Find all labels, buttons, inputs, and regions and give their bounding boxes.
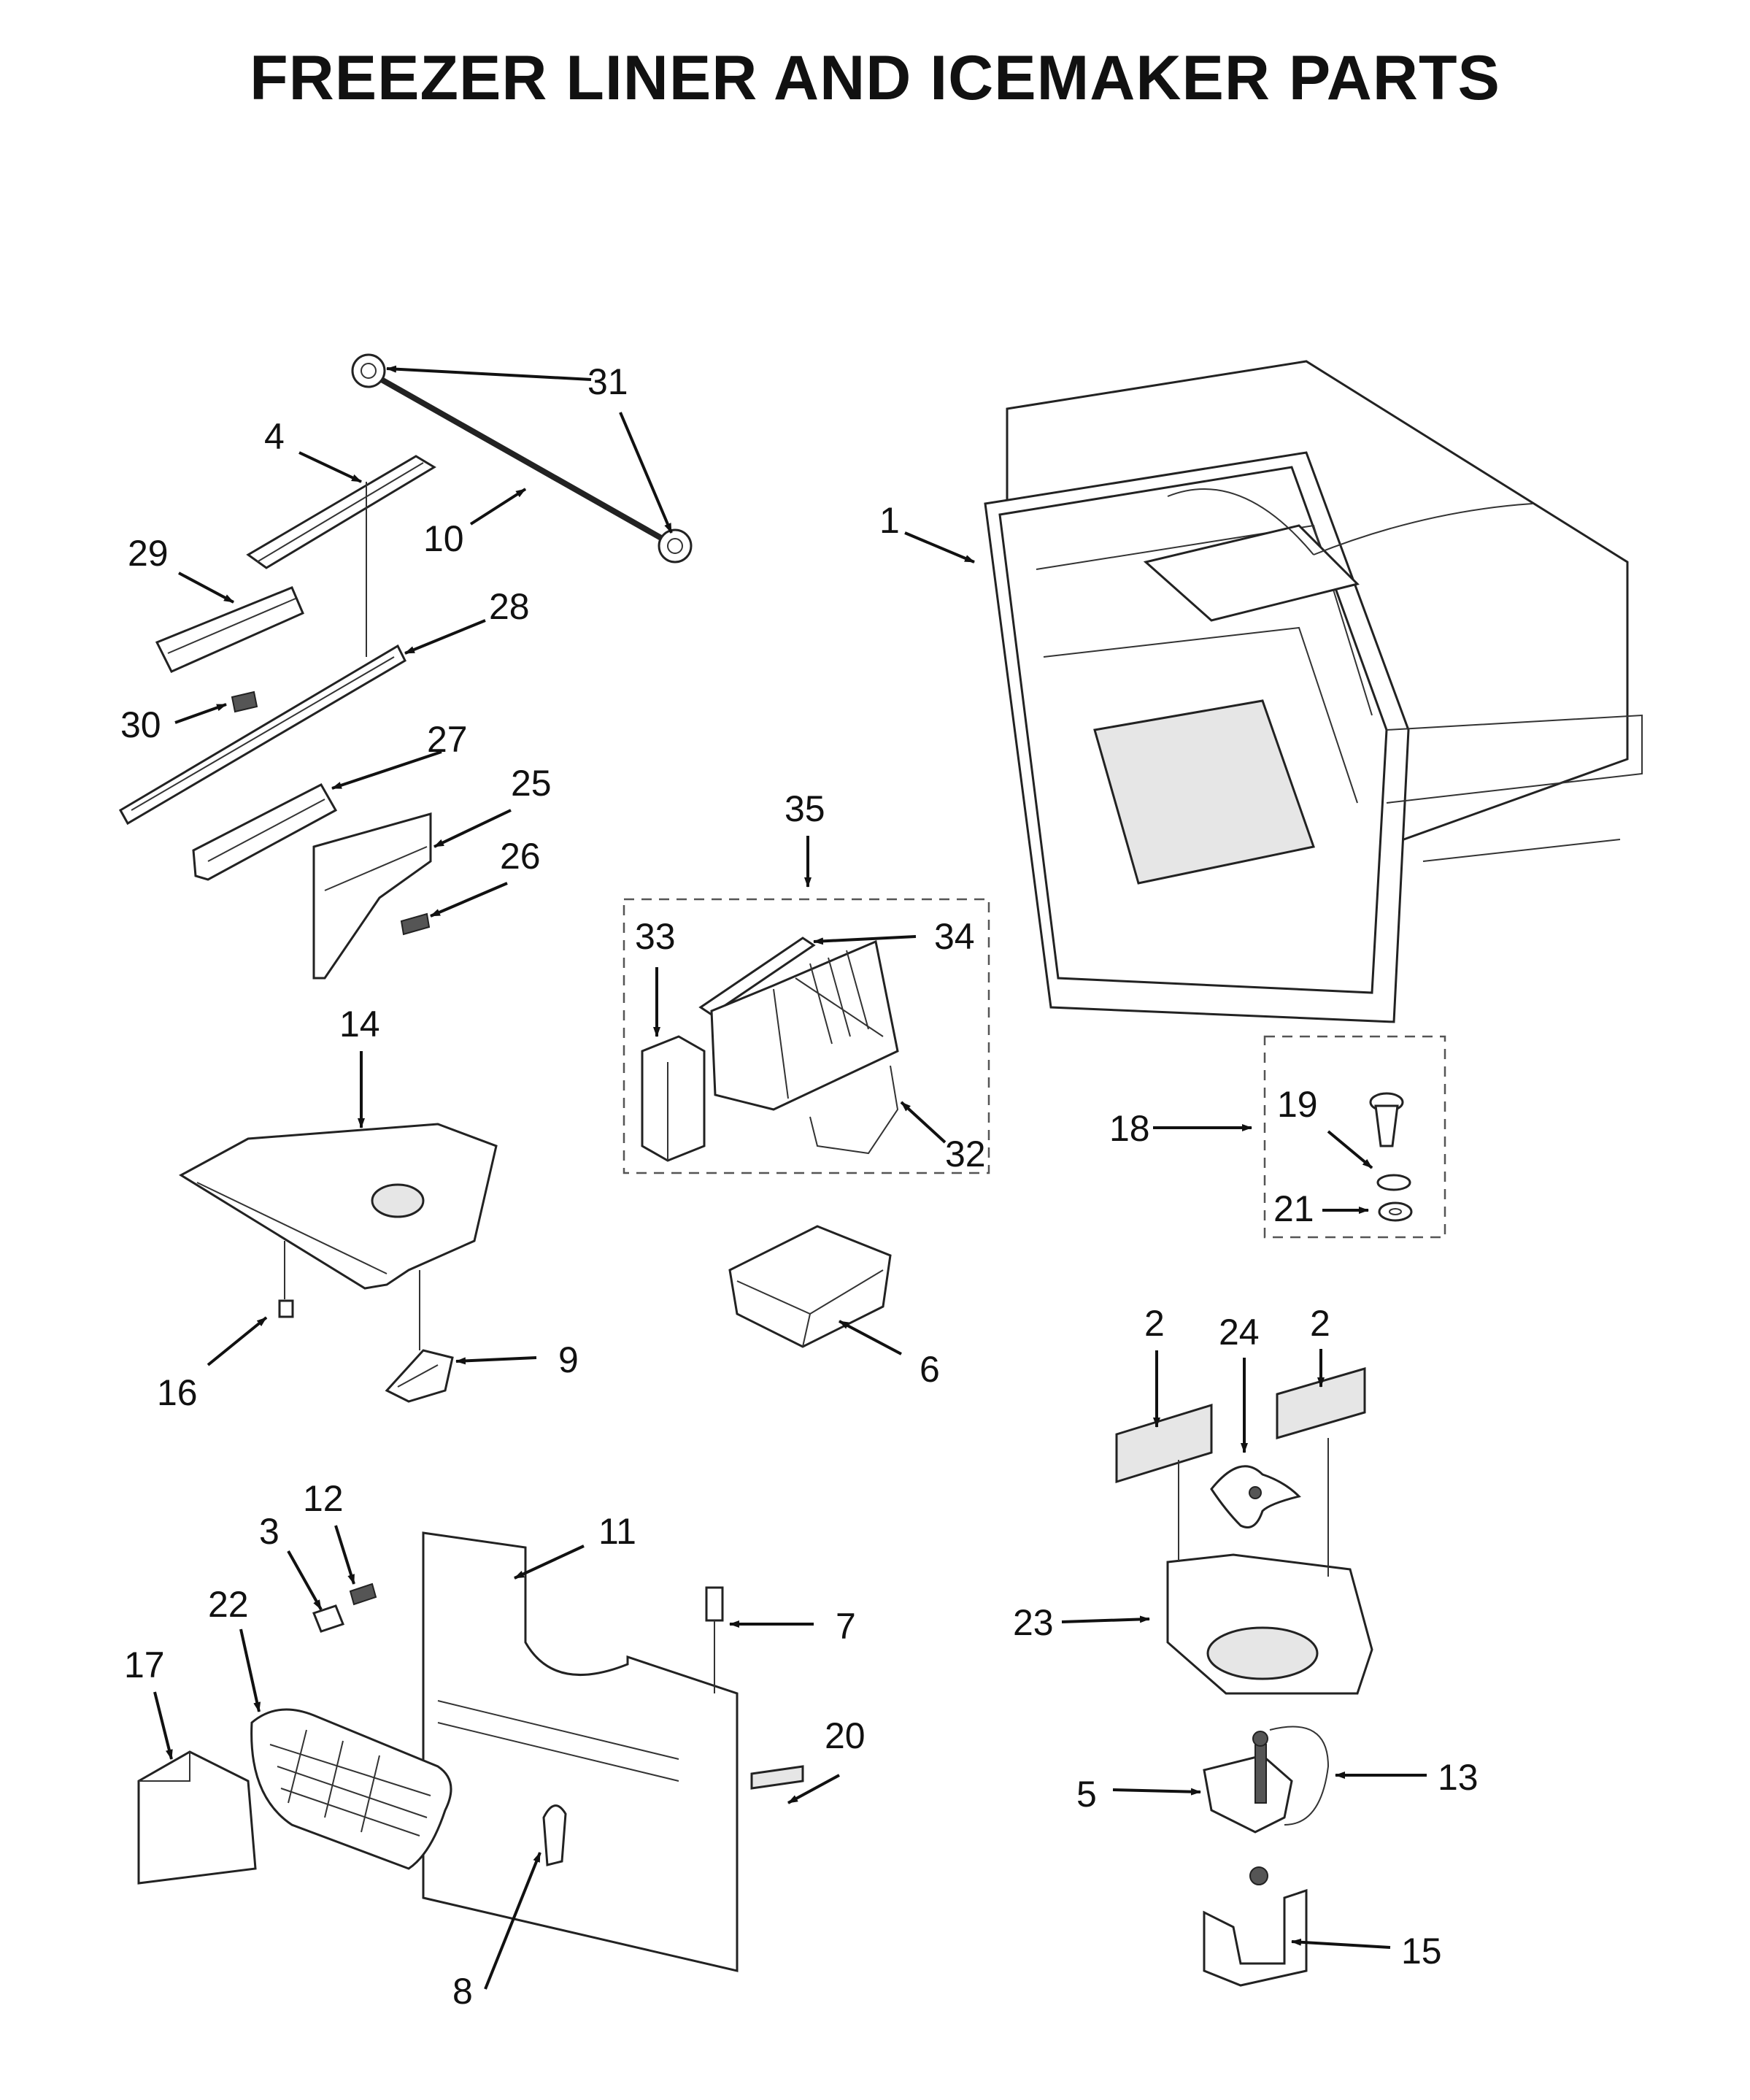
part-screw-26[interactable] [400, 912, 431, 936]
callout-6: 6 [920, 1349, 940, 1390]
part-auger-shaft[interactable] [367, 369, 673, 547]
callout-31: 31 [587, 361, 628, 402]
part-tray-6[interactable] [728, 1225, 892, 1348]
part-fan-motor[interactable] [1203, 1731, 1293, 1834]
diagram-title: FREEZER LINER AND ICEMAKER PARTS [250, 43, 1500, 113]
callout-22: 22 [208, 1584, 249, 1625]
callout-4: 4 [264, 416, 285, 457]
part-washer-21[interactable] [1378, 1201, 1413, 1222]
callout-24: 24 [1219, 1312, 1260, 1353]
part-cover-17[interactable] [137, 1750, 257, 1885]
callout-12: 12 [303, 1478, 344, 1519]
part-fitting-19[interactable] [1369, 1092, 1411, 1191]
callout-2-left: 2 [1144, 1303, 1165, 1344]
callout-13: 13 [1438, 1757, 1479, 1798]
callout-5: 5 [1076, 1774, 1097, 1815]
part-ice-bin[interactable] [179, 1123, 498, 1350]
part-rear-panel[interactable] [422, 1531, 739, 1972]
callout-32: 32 [945, 1134, 986, 1174]
callout-10: 10 [423, 518, 464, 559]
part-control-box[interactable] [641, 1035, 706, 1162]
callout-11: 11 [598, 1511, 636, 1552]
callout-30: 30 [120, 704, 161, 745]
part-thermostat-3[interactable] [312, 1604, 344, 1633]
callout-16: 16 [157, 1372, 198, 1413]
part-screw-12[interactable] [349, 1582, 377, 1606]
callout-8: 8 [452, 1971, 473, 2012]
part-gear-left[interactable] [351, 353, 386, 388]
part-icemaker[interactable] [710, 939, 899, 1111]
callout-labels: 1 2 2 3 4 5 6 7 8 9 10 11 12 13 14 15 16… [120, 361, 1479, 2012]
leader-lines [153, 365, 1427, 1990]
part-gasket-20[interactable] [750, 1765, 804, 1790]
part-fan-blade[interactable] [1210, 1465, 1301, 1528]
callout-34: 34 [934, 916, 975, 957]
callout-33: 33 [635, 916, 676, 957]
part-screw-30[interactable] [231, 691, 258, 713]
part-wire-13[interactable] [1269, 1726, 1330, 1826]
part-light-8[interactable] [542, 1804, 567, 1866]
part-pad-left[interactable] [1115, 1403, 1213, 1484]
callout-20: 20 [825, 1715, 866, 1756]
part-slide-rail[interactable] [118, 644, 406, 826]
icemaker-assembly-box [622, 898, 990, 1174]
callout-1: 1 [879, 500, 900, 541]
part-sensor-7[interactable] [705, 1586, 724, 1693]
part-pad-right[interactable] [1276, 1367, 1366, 1439]
callout-17: 17 [124, 1645, 165, 1685]
callout-14: 14 [339, 1004, 380, 1045]
part-fan-shroud[interactable] [1166, 1438, 1373, 1695]
part-bail-arm[interactable] [809, 1065, 899, 1155]
part-bracket-25[interactable] [312, 812, 432, 980]
part-bracket-29[interactable] [155, 586, 304, 673]
fitting-assembly-box [1263, 1035, 1446, 1239]
callout-2-right: 2 [1310, 1303, 1330, 1344]
part-bracket-15[interactable] [1203, 1866, 1308, 1987]
part-switch-16[interactable] [278, 1299, 294, 1318]
part-bracket-27[interactable] [192, 783, 338, 881]
callout-27: 27 [427, 719, 468, 760]
callout-29: 29 [128, 533, 169, 574]
part-rail[interactable] [246, 455, 436, 657]
callout-23: 23 [1013, 1602, 1054, 1643]
callout-35: 35 [785, 788, 825, 829]
callout-3: 3 [259, 1511, 280, 1552]
callout-18: 18 [1109, 1108, 1150, 1149]
part-grille[interactable] [250, 1708, 452, 1870]
callout-15: 15 [1401, 1931, 1442, 1972]
callout-7: 7 [836, 1606, 856, 1647]
callout-26: 26 [500, 836, 541, 877]
part-freezer-liner[interactable] [984, 360, 1643, 1023]
callout-21: 21 [1273, 1188, 1314, 1229]
part-motor-9[interactable] [385, 1349, 454, 1403]
part-wire-harness[interactable] [698, 936, 816, 1016]
callout-28: 28 [489, 586, 530, 627]
part-gear-right[interactable] [658, 528, 693, 564]
callout-9: 9 [558, 1339, 579, 1380]
callout-19: 19 [1277, 1084, 1318, 1125]
callout-25: 25 [511, 763, 552, 804]
